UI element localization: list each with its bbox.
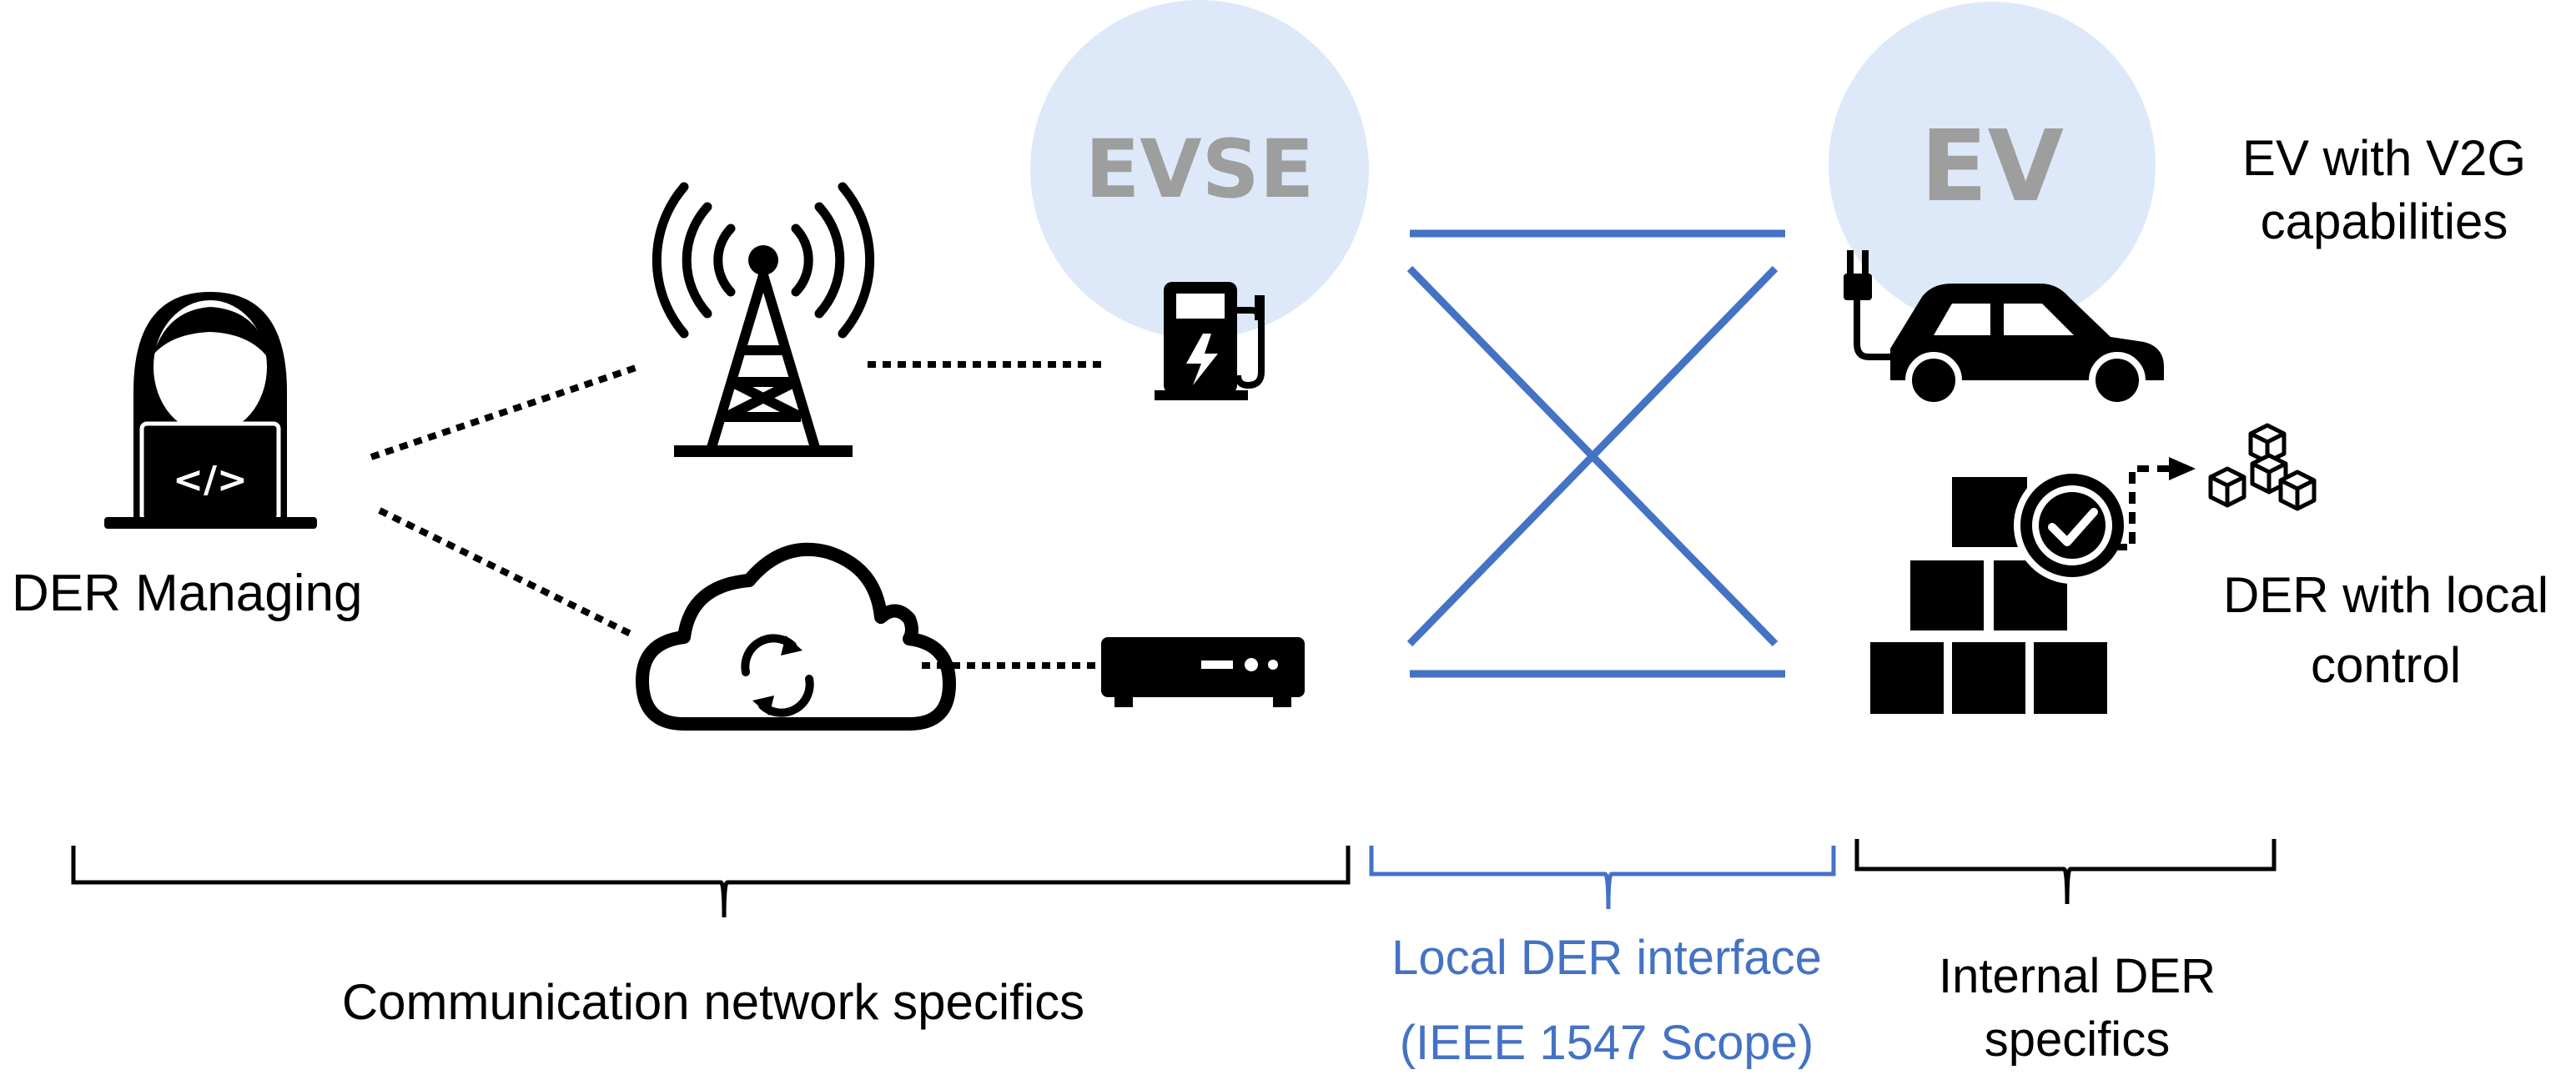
ev-circle-label: EV (1920, 108, 2064, 224)
electric-car-icon (1844, 250, 2164, 409)
set-top-box-icon (1101, 637, 1305, 707)
brace-communication (71, 846, 1351, 918)
dotted-connections (370, 361, 1105, 669)
cell-tower-icon (652, 182, 875, 457)
evse-circle: EVSE (1030, 0, 1369, 339)
dotted-link-person-tower (370, 364, 640, 460)
local-der-label-line1: Local DER interface (1391, 931, 1822, 985)
developer-person-icon: </> (104, 292, 317, 529)
cubes-icon (2208, 423, 2317, 511)
brace-local-interface (1369, 846, 1836, 910)
brace-internal (1854, 839, 2277, 905)
interface-cross-line-b (1406, 265, 1779, 647)
internal-der-label-line1: Internal DER (1939, 949, 2216, 1003)
svg-text:</>: </> (173, 459, 248, 501)
comm-network-label: Communication network specifics (342, 974, 1084, 1030)
der-managing-label: DER Managing (12, 565, 362, 622)
internal-der-label-line2: specifics (1985, 1012, 2170, 1067)
cloud-sync-icon (636, 542, 956, 731)
charging-station-icon (1155, 282, 1265, 400)
local-interface-lines (1406, 229, 1785, 678)
stacked-boxes-check-icon (1870, 467, 2131, 714)
dotted-link-person-cloud (378, 507, 636, 639)
dashed-arrow (2116, 457, 2196, 550)
local-der-label-line2: (IEEE 1547 Scope) (1400, 1016, 1814, 1070)
der-local-label-line1: DER with local (2223, 567, 2548, 623)
ev-v2g-label-line2: capabilities (2261, 193, 2508, 249)
ev-v2g-label-line1: EV with V2G (2242, 130, 2526, 186)
evse-circle-label: EVSE (1085, 123, 1315, 216)
der-local-label-line2: control (2311, 637, 2461, 693)
ev-circle: EV (1829, 2, 2156, 329)
